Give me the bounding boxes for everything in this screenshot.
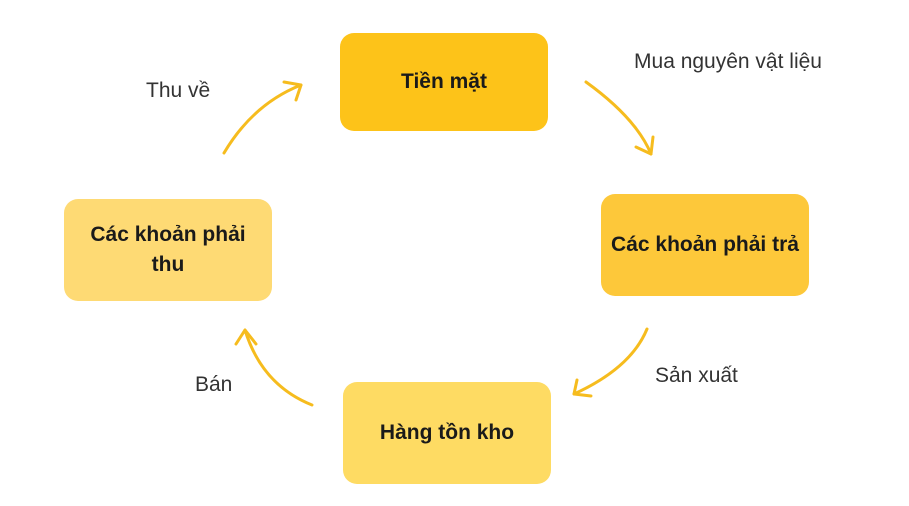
node-payables-label: Các khoản phải trả [611, 233, 799, 256]
node-inventory: Hàng tồn kho [343, 382, 551, 484]
node-cash: Tiền mặt [340, 33, 548, 131]
arrow-receivables-to-cash [222, 80, 303, 155]
node-inventory-label: Hàng tồn kho [379, 421, 515, 444]
node-receivables-label: Các khoản phải thu [90, 223, 246, 276]
edge-label-produce: Sản xuất [655, 364, 738, 387]
edge-label-buy: Mua nguyên vật liệu [634, 50, 822, 73]
edge-label-sell: Bán [195, 373, 233, 396]
arrow-cash-to-payables [584, 80, 655, 156]
node-payables: Các khoản phải trả [601, 194, 809, 296]
node-receivables: Các khoản phải thu [64, 199, 272, 301]
arrow-payables-to-inventory [572, 327, 649, 398]
edge-label-collect: Thu về [146, 79, 211, 102]
arrow-inventory-to-receivables [234, 328, 314, 407]
node-cash-label: Tiền mặt [401, 70, 487, 93]
